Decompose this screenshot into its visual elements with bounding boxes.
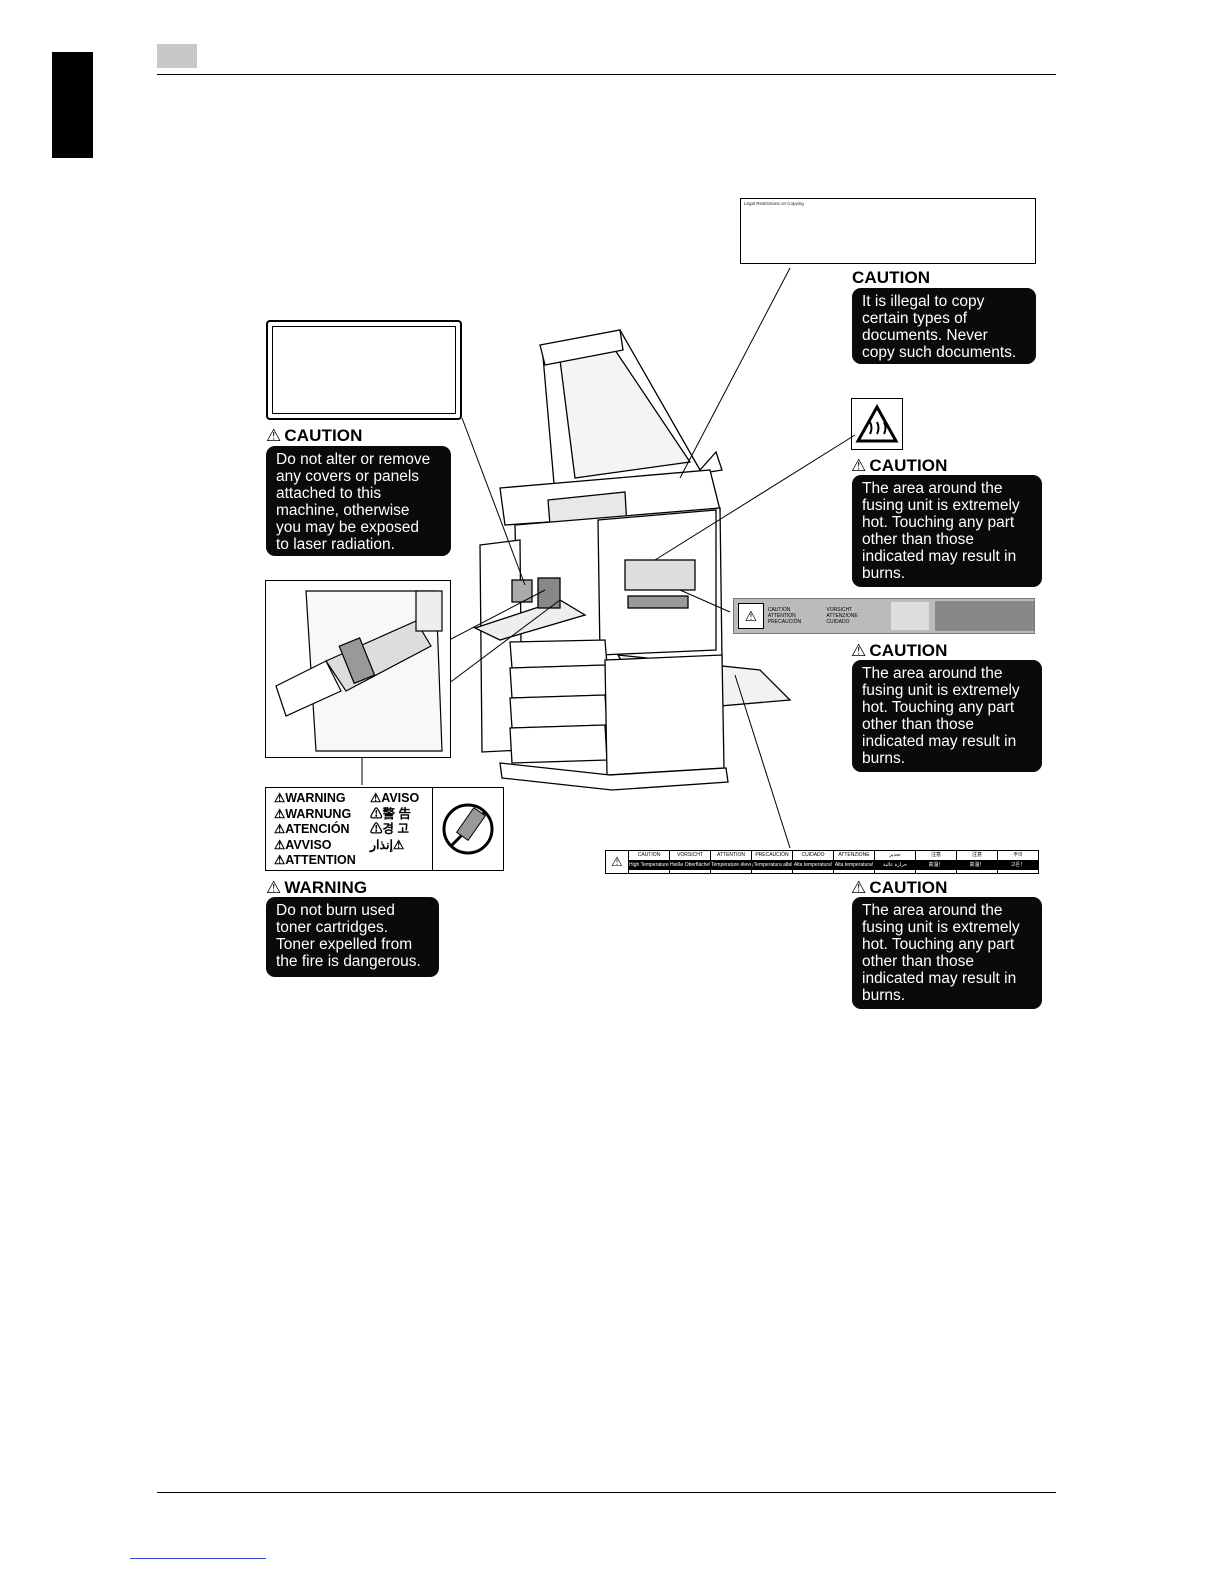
warning-triangle-icon: ⚠ (851, 456, 867, 475)
warning-triangle-icon: ⚠ (851, 641, 867, 660)
caution-text-laser: Do not alter or remove any covers or pan… (266, 446, 451, 556)
header-page-box (157, 44, 197, 68)
caution-text-fusing-1: The area around the fusing unit is extre… (852, 475, 1042, 587)
laser-warning-sticker (266, 320, 462, 420)
warning-languages-left: ⚠WARNING ⚠WARNUNG ⚠ATENCIÓN ⚠AVVISO ⚠ATT… (274, 791, 356, 867)
no-fire-icon (432, 788, 503, 870)
footer-link-underline (130, 1558, 266, 1559)
sticker-pictogram (890, 602, 929, 630)
sticker-title: Legal Restrictions on Copying (744, 201, 804, 206)
caution-heading-laser: ⚠CAUTION (266, 426, 363, 445)
sticker-photo (934, 601, 1034, 631)
toner-warning-sticker: ⚠WARNING ⚠WARNUNG ⚠ATENCIÓN ⚠AVVISO ⚠ATT… (265, 787, 504, 871)
chapter-tab (52, 52, 93, 158)
warning-triangle-icon: ⚠ (611, 854, 623, 869)
warning-triangle-icon: ⚠ (851, 878, 867, 897)
warning-heading-toner: ⚠WARNING (266, 878, 368, 897)
hot-surface-icon (851, 398, 903, 450)
warning-triangle-icon: ⚠ (266, 878, 282, 897)
footer-rule (157, 1492, 1056, 1493)
caution-text-fusing-2: The area around the fusing unit is extre… (852, 660, 1042, 772)
legal-restrictions-sticker: Legal Restrictions on Copying (740, 198, 1036, 264)
caution-text-fusing-3: The area around the fusing unit is extre… (852, 897, 1042, 1009)
caution-text-copy: It is illegal to copy certain types of d… (852, 288, 1036, 364)
caution-heading-fusing-2: ⚠CAUTION (851, 641, 948, 660)
warning-triangle-icon: ⚠ (266, 426, 282, 445)
hot-surface-icon: ⚠ (738, 603, 764, 629)
caution-heading-fusing-3: ⚠CAUTION (851, 878, 948, 897)
header-rule (157, 74, 1056, 75)
warning-languages-right: ⚠AVISO ⚠警 告 ⚠경 고 إنذار⚠ (370, 791, 420, 852)
warning-text-toner: Do not burn used toner cartridges. Toner… (266, 897, 439, 977)
caution-heading-copy: CAUTION (852, 268, 931, 287)
caution-heading-fusing-1: ⚠CAUTION (851, 456, 948, 475)
toner-inset-illustration (265, 580, 451, 758)
